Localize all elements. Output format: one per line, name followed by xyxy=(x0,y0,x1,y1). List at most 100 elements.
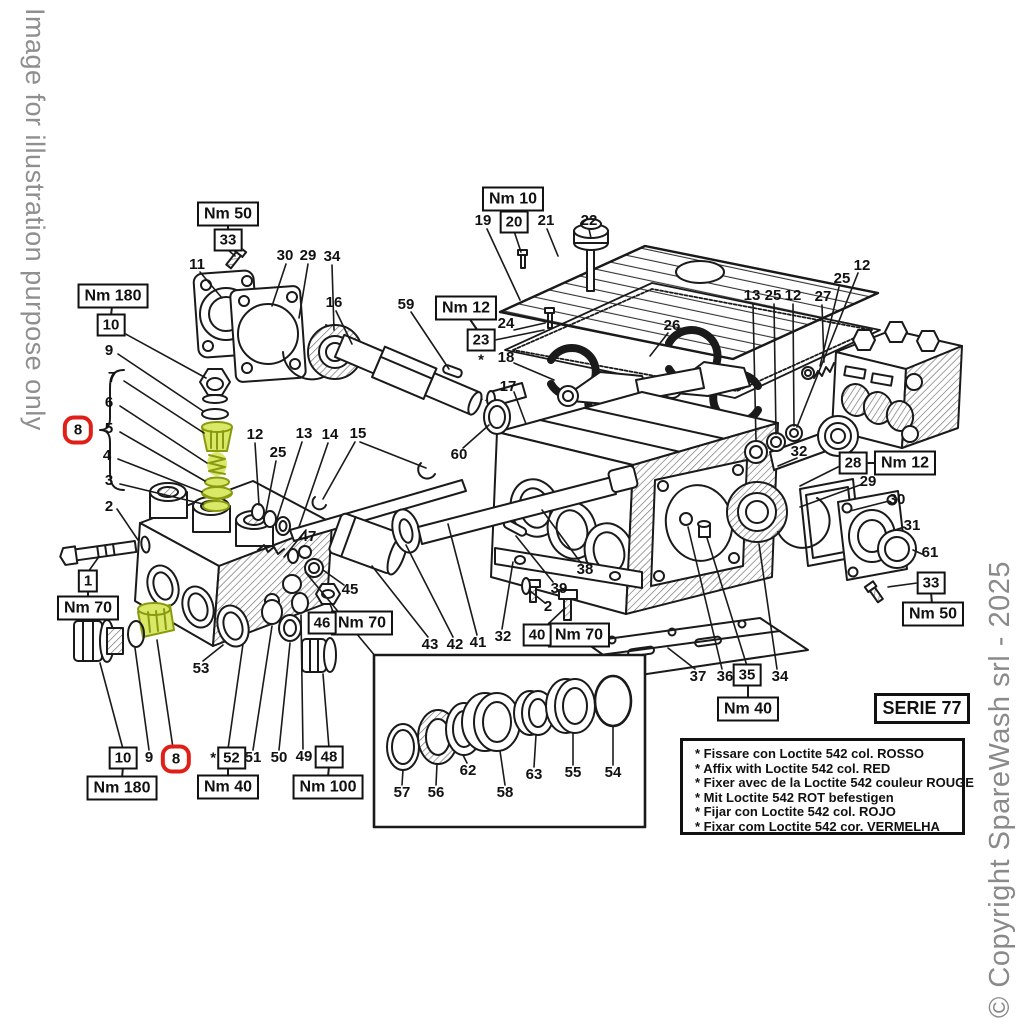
part-label-61-53: 61 xyxy=(921,544,939,561)
part-label-32-49: 32 xyxy=(790,443,808,460)
washer-2-center xyxy=(521,577,531,595)
washer-25-right xyxy=(801,366,815,380)
oil-cap-22 xyxy=(573,218,609,292)
boxed-part-label-20-2: 20 xyxy=(499,210,529,234)
leader-lines xyxy=(87,228,923,786)
part-label-31-52: 31 xyxy=(903,517,921,534)
torque-badge-nm70-9: Nm 70 xyxy=(547,622,611,648)
part-label-17-11: 17 xyxy=(499,378,517,395)
part-label-12-48: 12 xyxy=(853,257,871,274)
part-label-9-39: 9 xyxy=(144,749,154,766)
part-label-53-29: 53 xyxy=(192,660,210,677)
pump-head-block xyxy=(744,321,963,471)
head-hex-plugs xyxy=(852,321,940,352)
boxed-number: 35 xyxy=(732,663,762,687)
torque-badge-nm40-10: Nm 40 xyxy=(716,696,780,722)
seal-55 xyxy=(545,678,596,734)
valve-47 xyxy=(257,544,285,555)
boxed-number: 10 xyxy=(96,313,126,337)
piston-guide-32-right xyxy=(769,415,859,471)
valve-cover-assembly xyxy=(498,218,881,399)
torque-badge-nm40-6: Nm 40 xyxy=(196,774,260,800)
boxed-part-label-52-11: *52 xyxy=(210,746,246,770)
part-label-39-35: 39 xyxy=(550,580,568,597)
part-label-45-28: 45 xyxy=(341,581,359,598)
part-label-36-37: 36 xyxy=(716,668,734,685)
boxed-number: 40 xyxy=(522,623,552,647)
boxed-part-label-33-9: 33 xyxy=(916,571,946,595)
crankshaft-16 xyxy=(333,333,483,416)
part-label-14-17: 14 xyxy=(321,426,339,443)
part-label-13-43: 13 xyxy=(743,287,761,304)
asterisk-below: * xyxy=(478,351,484,369)
part-label-59-5: 59 xyxy=(397,296,415,313)
boxed-part-label-10-1: 10 xyxy=(96,313,126,337)
series-badge: SERIE 77 xyxy=(874,693,970,724)
valve-oring-3 xyxy=(202,500,230,512)
note-line-0: * Fissare con Loctite 542 col. ROSSO xyxy=(695,746,925,761)
part-label-26-12: 26 xyxy=(663,317,681,334)
part-label-54-60: 54 xyxy=(604,764,622,781)
plug-46 xyxy=(315,583,341,605)
seal-kit-inset xyxy=(305,572,647,829)
plug-48 xyxy=(301,637,337,673)
boxed-part-label-10-10: 10 xyxy=(108,746,138,770)
part-label-27-46: 27 xyxy=(814,288,832,305)
part-label-15-18: 15 xyxy=(349,425,367,442)
highlighted-valve-kit xyxy=(137,421,233,638)
part-label-34-38: 34 xyxy=(771,668,789,685)
part-label-4-23: 4 xyxy=(102,447,112,464)
oring-9-bottom xyxy=(127,620,145,648)
part-label-21-7: 21 xyxy=(537,212,555,229)
torque-badge-nm180-5: Nm 180 xyxy=(86,775,158,801)
part-label-24-9: 24 xyxy=(497,315,515,332)
torque-badge-nm50-12: Nm 50 xyxy=(901,601,965,627)
boxed-number: 28 xyxy=(838,451,868,475)
stud-1 xyxy=(59,535,151,566)
torque-badge-nm10-2: Nm 10 xyxy=(481,186,545,212)
rear-flange-group xyxy=(726,478,917,604)
boxed-number: 33 xyxy=(916,571,946,595)
highlighted-part-label-8-0: 8 xyxy=(62,415,94,445)
oring-9-top xyxy=(201,408,229,420)
boxed-part-label-23-3: 23* xyxy=(466,328,496,369)
ball-36 xyxy=(679,512,693,526)
part-label-32-33: 32 xyxy=(494,628,512,645)
part-label-25-47: 25 xyxy=(833,270,851,287)
part-label-5-22: 5 xyxy=(104,420,114,437)
note-line-5: * Fixar com Loctite 542 cor. VERMELHA xyxy=(695,818,940,834)
drain-plug-10-bottom xyxy=(73,619,145,663)
note-line-2: * Fixer avec de la Loctite 542 couleur R… xyxy=(695,775,974,791)
part-label-3-24: 3 xyxy=(104,472,114,489)
guide-60 xyxy=(483,399,511,435)
plug-35 xyxy=(697,520,711,538)
boxed-number: 52 xyxy=(217,746,246,770)
part-label-16-4: 16 xyxy=(325,294,343,311)
part-label-51-40: 51 xyxy=(244,749,262,766)
part-label-18-10: 18 xyxy=(497,349,515,366)
part-label-19-6: 19 xyxy=(474,212,492,229)
valve-cage-7 xyxy=(201,421,233,452)
boxed-part-label-35-7: 35 xyxy=(732,663,762,687)
torque-badge-nm180-1: Nm 180 xyxy=(77,283,149,309)
note-line-1: * Affix with Loctite 542 col. RED xyxy=(695,760,891,776)
oring-45 xyxy=(304,558,324,578)
oring-2-left xyxy=(140,535,151,554)
part-label-12-45: 12 xyxy=(784,287,802,304)
part-label-25-15: 25 xyxy=(269,444,287,461)
boxed-part-label-1-4: 1 xyxy=(77,569,99,593)
boxed-part-label-48-12: 48 xyxy=(314,745,344,769)
valve-plug-10-top xyxy=(199,368,231,420)
torque-badge-nm12-3: Nm 12 xyxy=(434,295,498,321)
boxed-number: 1 xyxy=(77,569,99,593)
part-label-37-36: 37 xyxy=(689,668,707,685)
boxed-number: 33 xyxy=(213,228,243,252)
part-label-42-31: 42 xyxy=(446,636,464,653)
torque-badge-nm70-8: Nm 70 xyxy=(330,610,394,636)
part-label-29-2: 29 xyxy=(299,247,317,264)
part-label-58-57: 58 xyxy=(496,784,514,801)
valve-spring-6 xyxy=(207,452,227,476)
part-label-47-27: 47 xyxy=(299,528,317,545)
